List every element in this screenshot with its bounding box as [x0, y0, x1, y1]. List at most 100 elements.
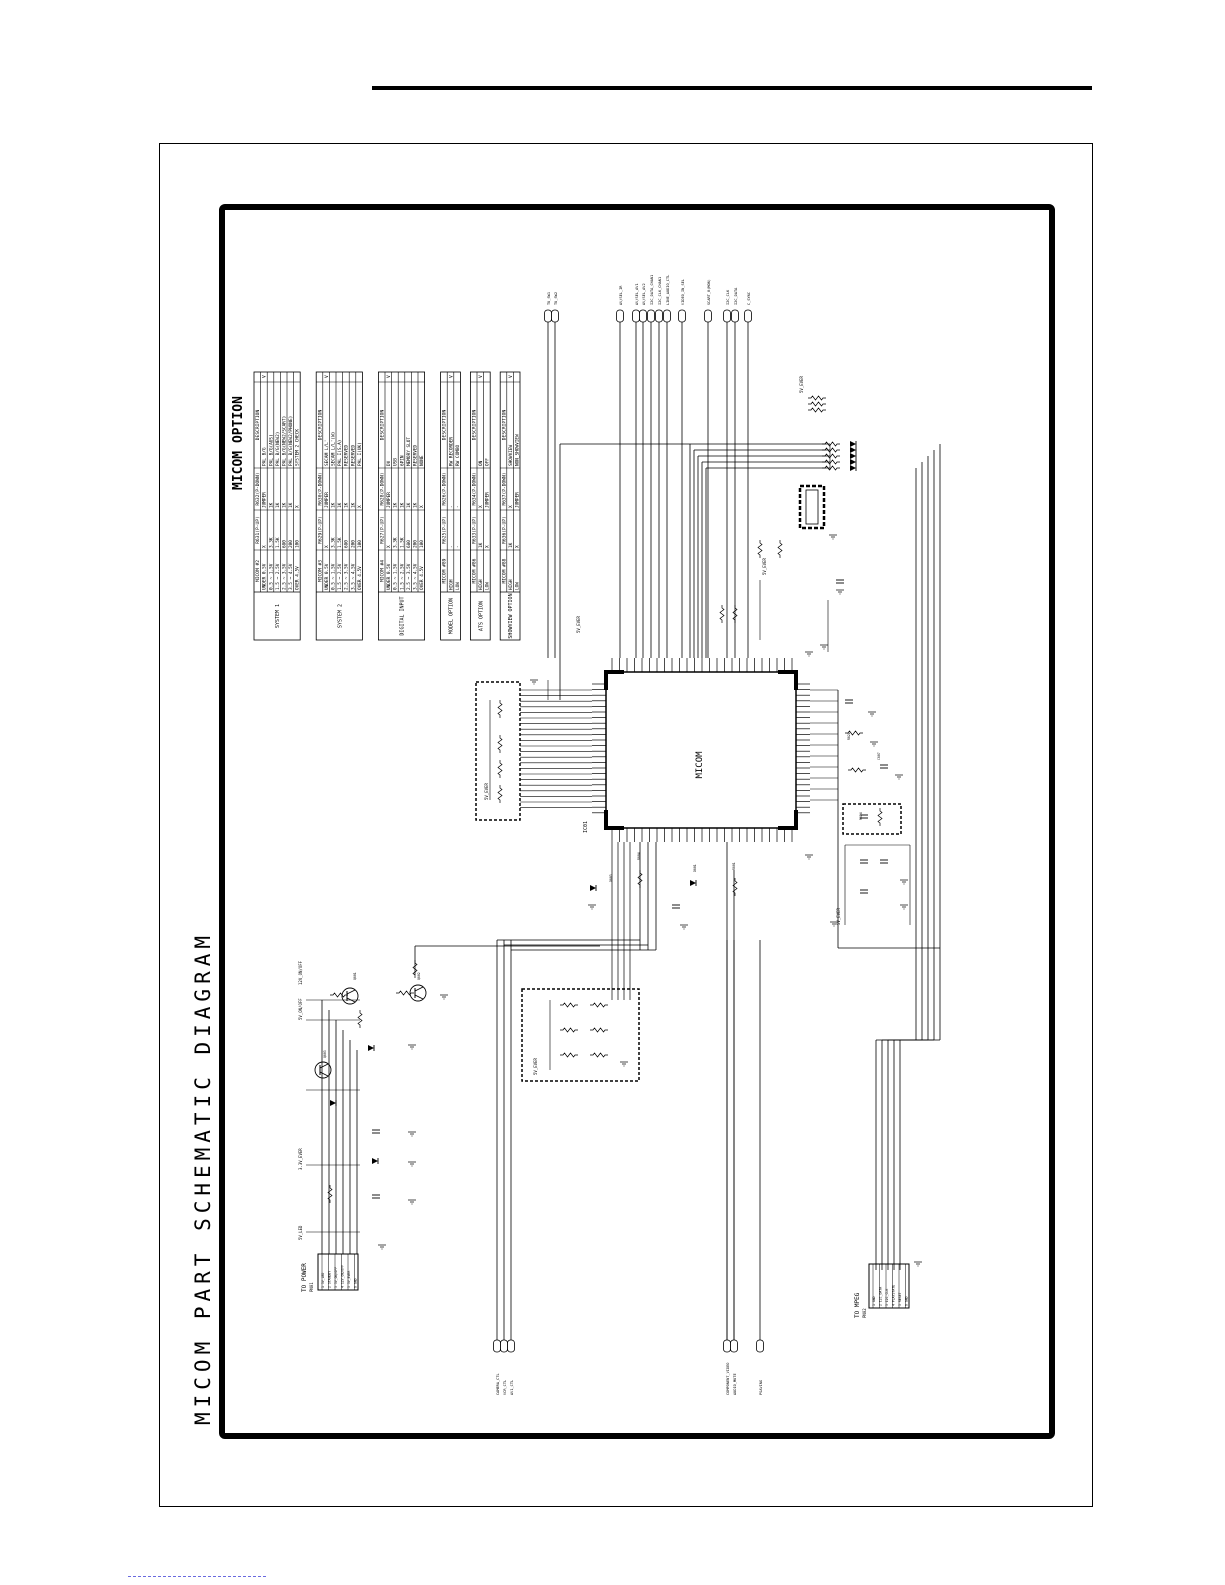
option-table-cell: RESERVED: [350, 444, 356, 466]
option-table-cell: 680: [282, 540, 288, 548]
signal-terminal: VIDEO_IN_SEL: [678, 279, 686, 323]
option-table-label: SYSTEM 2: [337, 604, 343, 628]
rail-label-5v-ever-f: 5V_EVER: [836, 908, 841, 925]
option-table-cell: MEMORY SLOT: [406, 437, 412, 466]
option-table-cell: OVER 4.5V: [295, 566, 301, 590]
option-table-cell: SECAM L/L': [324, 440, 330, 466]
option-table-cell: OVER 4.5V: [357, 566, 363, 590]
schematic-frame: [219, 204, 1055, 1439]
option-table-header-cell: R625(P-UP): [442, 516, 448, 544]
connector-pin-label: 6 GND: [354, 1278, 358, 1288]
option-table-cell: SHOWVIEW: [508, 444, 514, 466]
option-table-cell: -: [449, 505, 454, 508]
signal-terminal-label: CAMERA_CTL: [496, 1373, 500, 1395]
power-connector-title: TO POWER: [301, 1263, 308, 1292]
option-table-header-cell: R637(P-DOWN): [501, 472, 507, 505]
signal-terminal-label: VIDEO_IN_SEL: [681, 279, 685, 305]
footer-link[interactable]: [128, 1576, 266, 1578]
signal-terminal: I2C_CLK: [723, 289, 731, 323]
option-table-header-cell: DESCRIPTION: [317, 410, 323, 441]
option-table-header-cell: MICOM #4: [380, 560, 386, 582]
connector-pin-label: 2 STANDBY: [328, 1271, 332, 1288]
option-table-header-cell: MICOM #88: [501, 558, 507, 583]
option-table-cell: X: [357, 505, 363, 508]
option-table-header-cell: R629(P-UP): [317, 516, 323, 544]
signal-terminal: CAMERA_CTL: [493, 1339, 501, 1395]
component-ref: D603: [609, 874, 613, 882]
signal-terminal: TU_SW2: [551, 292, 559, 323]
component-ref: R604: [637, 852, 641, 860]
option-table-check: V: [386, 375, 392, 378]
signal-terminal: PSAVING: [756, 1339, 764, 1395]
connector-pin-label: 2 I2C_DATA: [879, 1287, 883, 1306]
option-table-cell: SYSTEM 2 CHECK: [295, 429, 301, 466]
option-table-cell: X: [478, 505, 484, 508]
option-table-cell: 0.5 ~ 1.5V: [268, 563, 274, 590]
option-table-cell: LOW: [515, 582, 521, 590]
signal-terminal-label: AV/SEL_AV2: [642, 283, 646, 305]
option-table-cell: 100: [295, 540, 301, 548]
rail-label-3v3-ever: 3.3V_EVER: [298, 1148, 303, 1170]
option-table-cell: 100: [357, 540, 363, 548]
header-rule: [372, 86, 1092, 90]
rail-label-5v-ever-c: 5V_EVER: [762, 558, 767, 575]
option-table-cell: LOW: [455, 582, 461, 590]
power-connector-ref: PN01: [309, 1282, 314, 1292]
option-table-cell: PAL B/G(AUS): [268, 434, 274, 466]
connector-pin-label: 4 PLAYSTATE: [892, 1285, 896, 1306]
option-table-cell: X: [485, 545, 491, 548]
reset-block: [842, 803, 902, 835]
option-table-cell: PAL B/G: [262, 447, 268, 466]
option-table-header-cell: MICOM #86: [472, 558, 478, 583]
option-table-cell: UNDER 0.5V: [324, 563, 330, 590]
option-table-cell: HIGH: [508, 579, 514, 590]
option-table-cell: 1K: [331, 502, 337, 508]
signal-terminal-label: AV/SEL_IR: [619, 285, 623, 305]
signal-terminal-label: PSAVING: [759, 1380, 763, 1395]
option-table-cell: RW RECORDER: [448, 437, 454, 466]
option-table-cell: 1K: [282, 502, 288, 508]
option-table-cell: X: [324, 545, 330, 548]
option-table-cell: X: [295, 505, 301, 508]
option-table-cell: HIGH: [448, 579, 454, 590]
option-table-cell: 1K: [413, 502, 419, 508]
signal-terminal-label: TU_SW1: [547, 292, 551, 305]
component-ref: C607: [877, 752, 881, 760]
signal-terminal: AV1_CTL: [507, 1339, 515, 1395]
connector-pin-label: 6 GND: [905, 1296, 909, 1306]
signal-terminal: I2C_CLK_CHAN1: [655, 277, 663, 323]
signal-terminal-label: AV/SEL_AV1: [635, 283, 639, 305]
option-table-cell: NONE: [419, 455, 425, 466]
page-frame: [159, 143, 1093, 1507]
option-table-cell: 1.5 ~ 2.5V: [337, 563, 343, 590]
option-table-label: MODEL OPTION: [449, 598, 455, 634]
signal-terminal-label: SCART_8(MON): [707, 279, 711, 305]
option-table-check: V: [324, 375, 330, 378]
connector-pin-label: 5 5V_EVER: [347, 1271, 351, 1288]
option-title: MICOM OPTION: [231, 396, 246, 490]
signal-terminal-label: I2C_DATA: [734, 287, 738, 305]
option-table-cell: 6PIN: [399, 455, 405, 466]
component-ref: Q603: [323, 1050, 327, 1058]
option-table-cell: 1K: [337, 502, 343, 508]
option-table-cell: X: [515, 545, 521, 548]
signal-terminal-label: VCR_CTL: [503, 1380, 507, 1395]
option-table-label: SYSTEM 1: [275, 604, 281, 628]
option-table-header-cell: R634(P-DOWN): [472, 472, 478, 505]
option-table-cell: RESERVED: [413, 444, 419, 466]
option-table-cell: PAL I(UK): [357, 442, 363, 466]
signal-terminal-label: TU_SW2: [554, 292, 558, 305]
option-resistor-block: [521, 988, 640, 1082]
option-table-header-cell: R628(P-DOWN): [380, 472, 386, 505]
rail-label-5v-ever-d: 5V_EVER: [533, 1058, 538, 1075]
connector-pin-label: 5 RESET: [898, 1292, 902, 1306]
